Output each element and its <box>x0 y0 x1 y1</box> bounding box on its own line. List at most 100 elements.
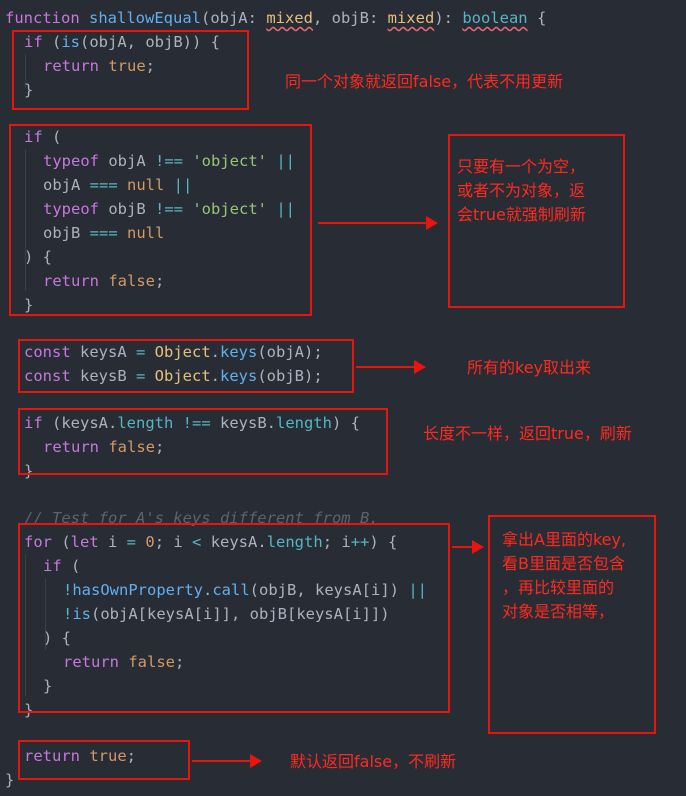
highlight-box-return <box>18 740 190 780</box>
punct: ( <box>52 533 71 551</box>
punct: ( <box>42 128 62 146</box>
keyword: return <box>43 438 99 456</box>
literal: 0 <box>136 533 155 551</box>
operator: !== <box>155 200 183 218</box>
punct: objB <box>43 224 90 242</box>
code-line-3: return true; <box>43 54 155 78</box>
punct: } <box>24 462 34 480</box>
keyword: return <box>43 272 99 290</box>
highlight-box-keys <box>18 339 354 393</box>
code-line-11: return false; <box>43 269 164 293</box>
code-line-16: return false; <box>43 435 164 459</box>
operator: ++ <box>350 533 370 551</box>
operator: || <box>408 581 427 599</box>
function-name: shallowEqual <box>89 9 201 27</box>
code-line-24: return false; <box>63 650 184 674</box>
punct: . <box>203 581 213 599</box>
punct: ; <box>145 57 156 75</box>
literal: null <box>117 176 165 194</box>
code-line-13: const keysA = Object.keys(objA); <box>24 340 323 364</box>
operator: ! <box>63 605 73 623</box>
literal: true <box>80 747 127 765</box>
indent-guide <box>25 149 26 291</box>
keyword: const <box>24 343 71 361</box>
punct: i <box>98 533 127 551</box>
punct: ; <box>155 272 165 290</box>
code-line-27: return true; <box>24 744 136 768</box>
literal: true <box>99 57 146 75</box>
operator: ! <box>63 581 73 599</box>
property: length <box>117 414 174 432</box>
punct: objA <box>99 152 155 170</box>
annotation-loop-1: 拿出A里面的key, <box>502 530 627 549</box>
code-line-10: ) { <box>24 245 52 269</box>
punct: ; i <box>322 533 351 551</box>
keyword: if <box>24 414 43 432</box>
code-line-26: } <box>24 698 33 722</box>
operator: = <box>136 367 146 385</box>
annotation-loop-4: 对象是否相等， <box>502 602 615 621</box>
type: mixed <box>266 9 313 27</box>
keyword: for <box>24 533 52 551</box>
operator: = <box>136 343 146 361</box>
annotation-loop-2: 看B里面是否包含 <box>502 554 625 573</box>
class-name: Object <box>145 343 211 361</box>
annotation-keys: 所有的key取出来 <box>467 358 592 377</box>
punct: (objA: <box>200 9 267 27</box>
punct: ) { <box>331 414 360 432</box>
punct: ) { <box>369 533 398 551</box>
code-line-7: objA === null || <box>43 173 192 197</box>
code-line-21: !hasOwnProperty.call(objB, keysA[i]) || <box>63 578 427 602</box>
property: length <box>275 414 332 432</box>
code-line-17: } <box>24 459 33 483</box>
highlight-box-is-check <box>12 30 249 110</box>
code-line-23: ) { <box>43 626 71 650</box>
highlight-box-length <box>18 408 388 475</box>
punct: } <box>43 677 53 695</box>
code-line-8: typeof objB !== 'object' || <box>43 197 295 221</box>
punct: . <box>210 343 221 361</box>
punct: (objB, keysA[i]) <box>249 581 409 599</box>
punct: ; <box>126 747 137 765</box>
literal: false <box>99 438 155 456</box>
code-line-19: for (let i = 0; i < keysA.length; i++) { <box>24 530 397 554</box>
literal: false <box>99 272 155 290</box>
class-name: Object <box>145 367 211 385</box>
operator: || <box>267 152 295 170</box>
operator: || <box>267 200 295 218</box>
code-line-5: if ( <box>24 125 61 149</box>
keyword: typeof <box>43 200 99 218</box>
punct: ) { <box>43 629 71 647</box>
annotation-return: 默认返回false，不刷新 <box>290 752 457 771</box>
function-call: is <box>61 33 81 51</box>
indent-guide <box>25 54 26 88</box>
function-call: keys <box>220 367 258 385</box>
indent-guide <box>45 578 46 650</box>
function-call: keys <box>220 343 258 361</box>
literal: false <box>119 653 175 671</box>
punct: ): <box>434 9 463 27</box>
code-line-15: if (keysA.length !== keysB.length) { <box>24 411 360 435</box>
punct: keysB. <box>210 414 276 432</box>
code-line-22: !is(objA[keysA[i]], objB[keysA[i]]) <box>63 602 390 626</box>
punct: (objB); <box>257 367 323 385</box>
operator: < <box>192 533 202 551</box>
punct: } <box>24 296 34 314</box>
punct: } <box>24 81 34 99</box>
arrow-icon <box>318 216 438 230</box>
annotation-is-check: 同一个对象就返回false，代表不用更新 <box>285 72 564 91</box>
code-line-2: if (is(objA, objB)) { <box>24 30 220 54</box>
punct: (objA[keysA[i]], objB[keysA[i]]) <box>91 605 390 623</box>
code-line-28: } <box>5 768 14 792</box>
annotation-null-check-3: 会true就强制刷新 <box>457 205 586 224</box>
punct: , objB: <box>312 9 388 27</box>
operator: !== <box>155 152 183 170</box>
annotation-loop-3: ，再比较里面的 <box>502 578 615 597</box>
code-line-25: } <box>43 674 52 698</box>
code-line-14: const keysB = Object.keys(objB); <box>24 364 323 388</box>
highlight-box-loop <box>18 523 450 713</box>
indent-guide <box>25 554 26 696</box>
code-line-12: } <box>24 293 33 317</box>
punct: keysA <box>70 343 136 361</box>
keyword: function <box>5 9 80 27</box>
